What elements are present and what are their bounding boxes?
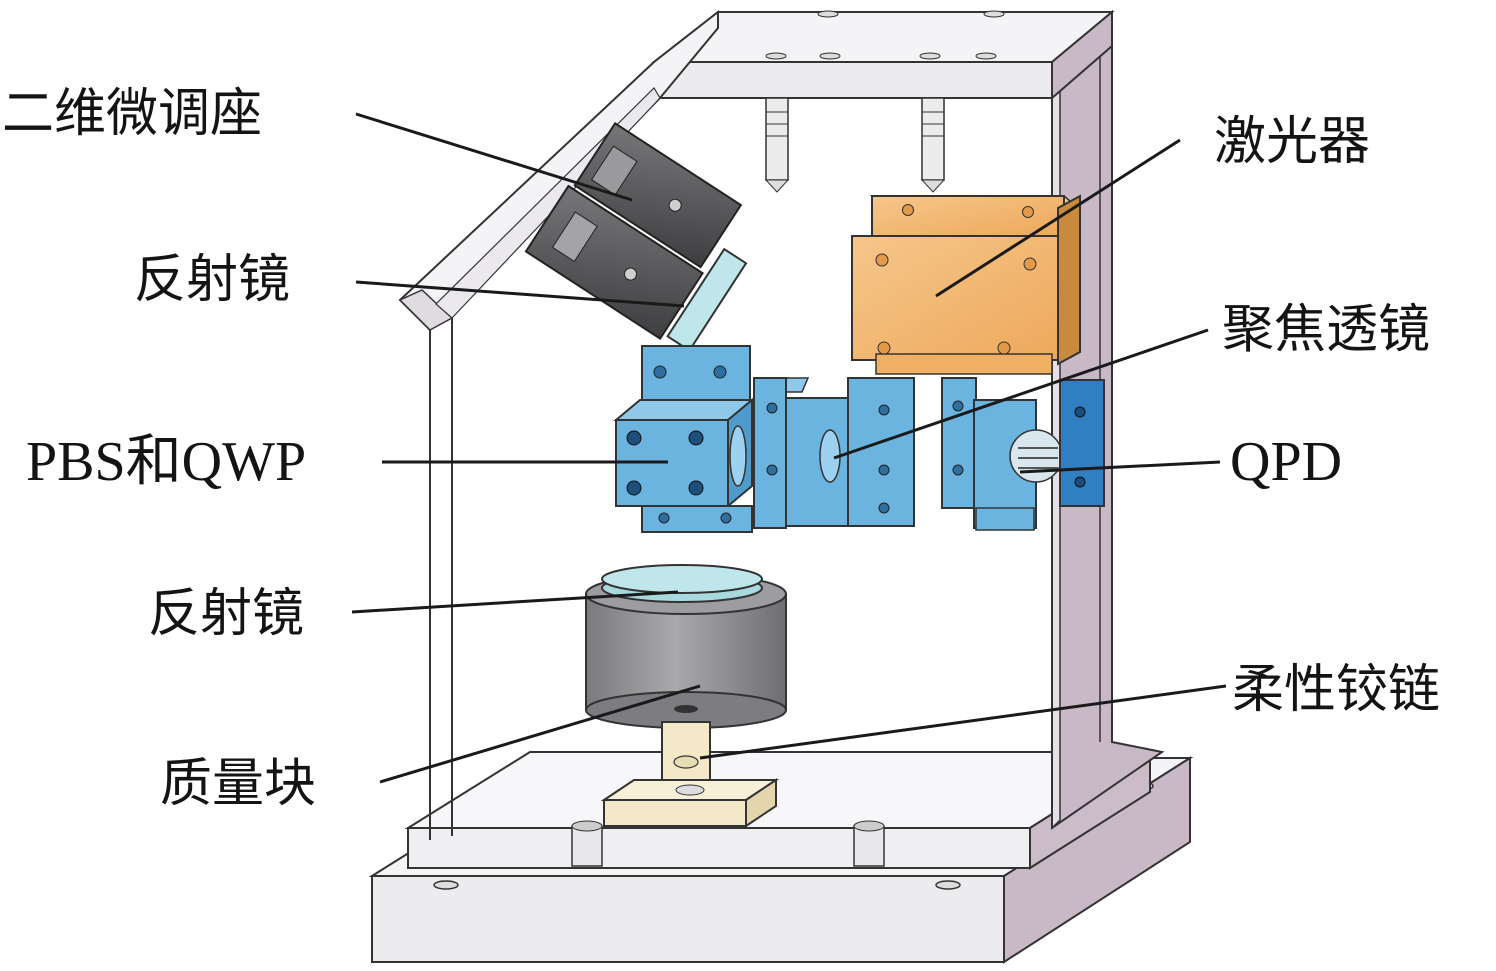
label-flexible-hinge: 柔性铰链: [1232, 660, 1441, 720]
inner-plate: [404, 750, 1154, 870]
label-pbs-qwp: PBS和QWP: [26, 431, 307, 493]
focusing-lens: [753, 377, 915, 529]
label-adjustment-mount: 二维微调座: [2, 84, 263, 144]
label-qpd: QPD: [1230, 431, 1343, 493]
top-plate: [651, 9, 1115, 101]
base-screws: [571, 820, 885, 867]
laser: [851, 194, 1081, 375]
leader-mirror-bottom: [351, 590, 679, 614]
qpd: [941, 377, 1105, 531]
leader-adjust-mount: [355, 112, 633, 202]
label-mirror-lower: 反射镜: [148, 584, 305, 644]
leader-flex-hinge: [699, 684, 1227, 760]
label-mass-block: 质量块: [160, 754, 317, 814]
leader-laser: [935, 138, 1181, 298]
label-focusing-lens: 聚焦透镜: [1222, 300, 1431, 360]
mirror-lower: [601, 564, 763, 603]
label-laser: 激光器: [1214, 112, 1371, 172]
leader-mirror-top: [355, 280, 685, 308]
leader-focus-lens: [833, 328, 1209, 460]
flexible-hinge: [600, 721, 780, 828]
label-mirror-upper: 反射镜: [134, 250, 291, 310]
pbs-and-qwp: [613, 345, 755, 533]
support-screws: [764, 97, 946, 193]
mirror-upper: [666, 247, 748, 352]
leader-qpd: [1019, 460, 1221, 474]
leader-mass-block: [379, 684, 701, 784]
leader-lines: [351, 112, 1227, 784]
